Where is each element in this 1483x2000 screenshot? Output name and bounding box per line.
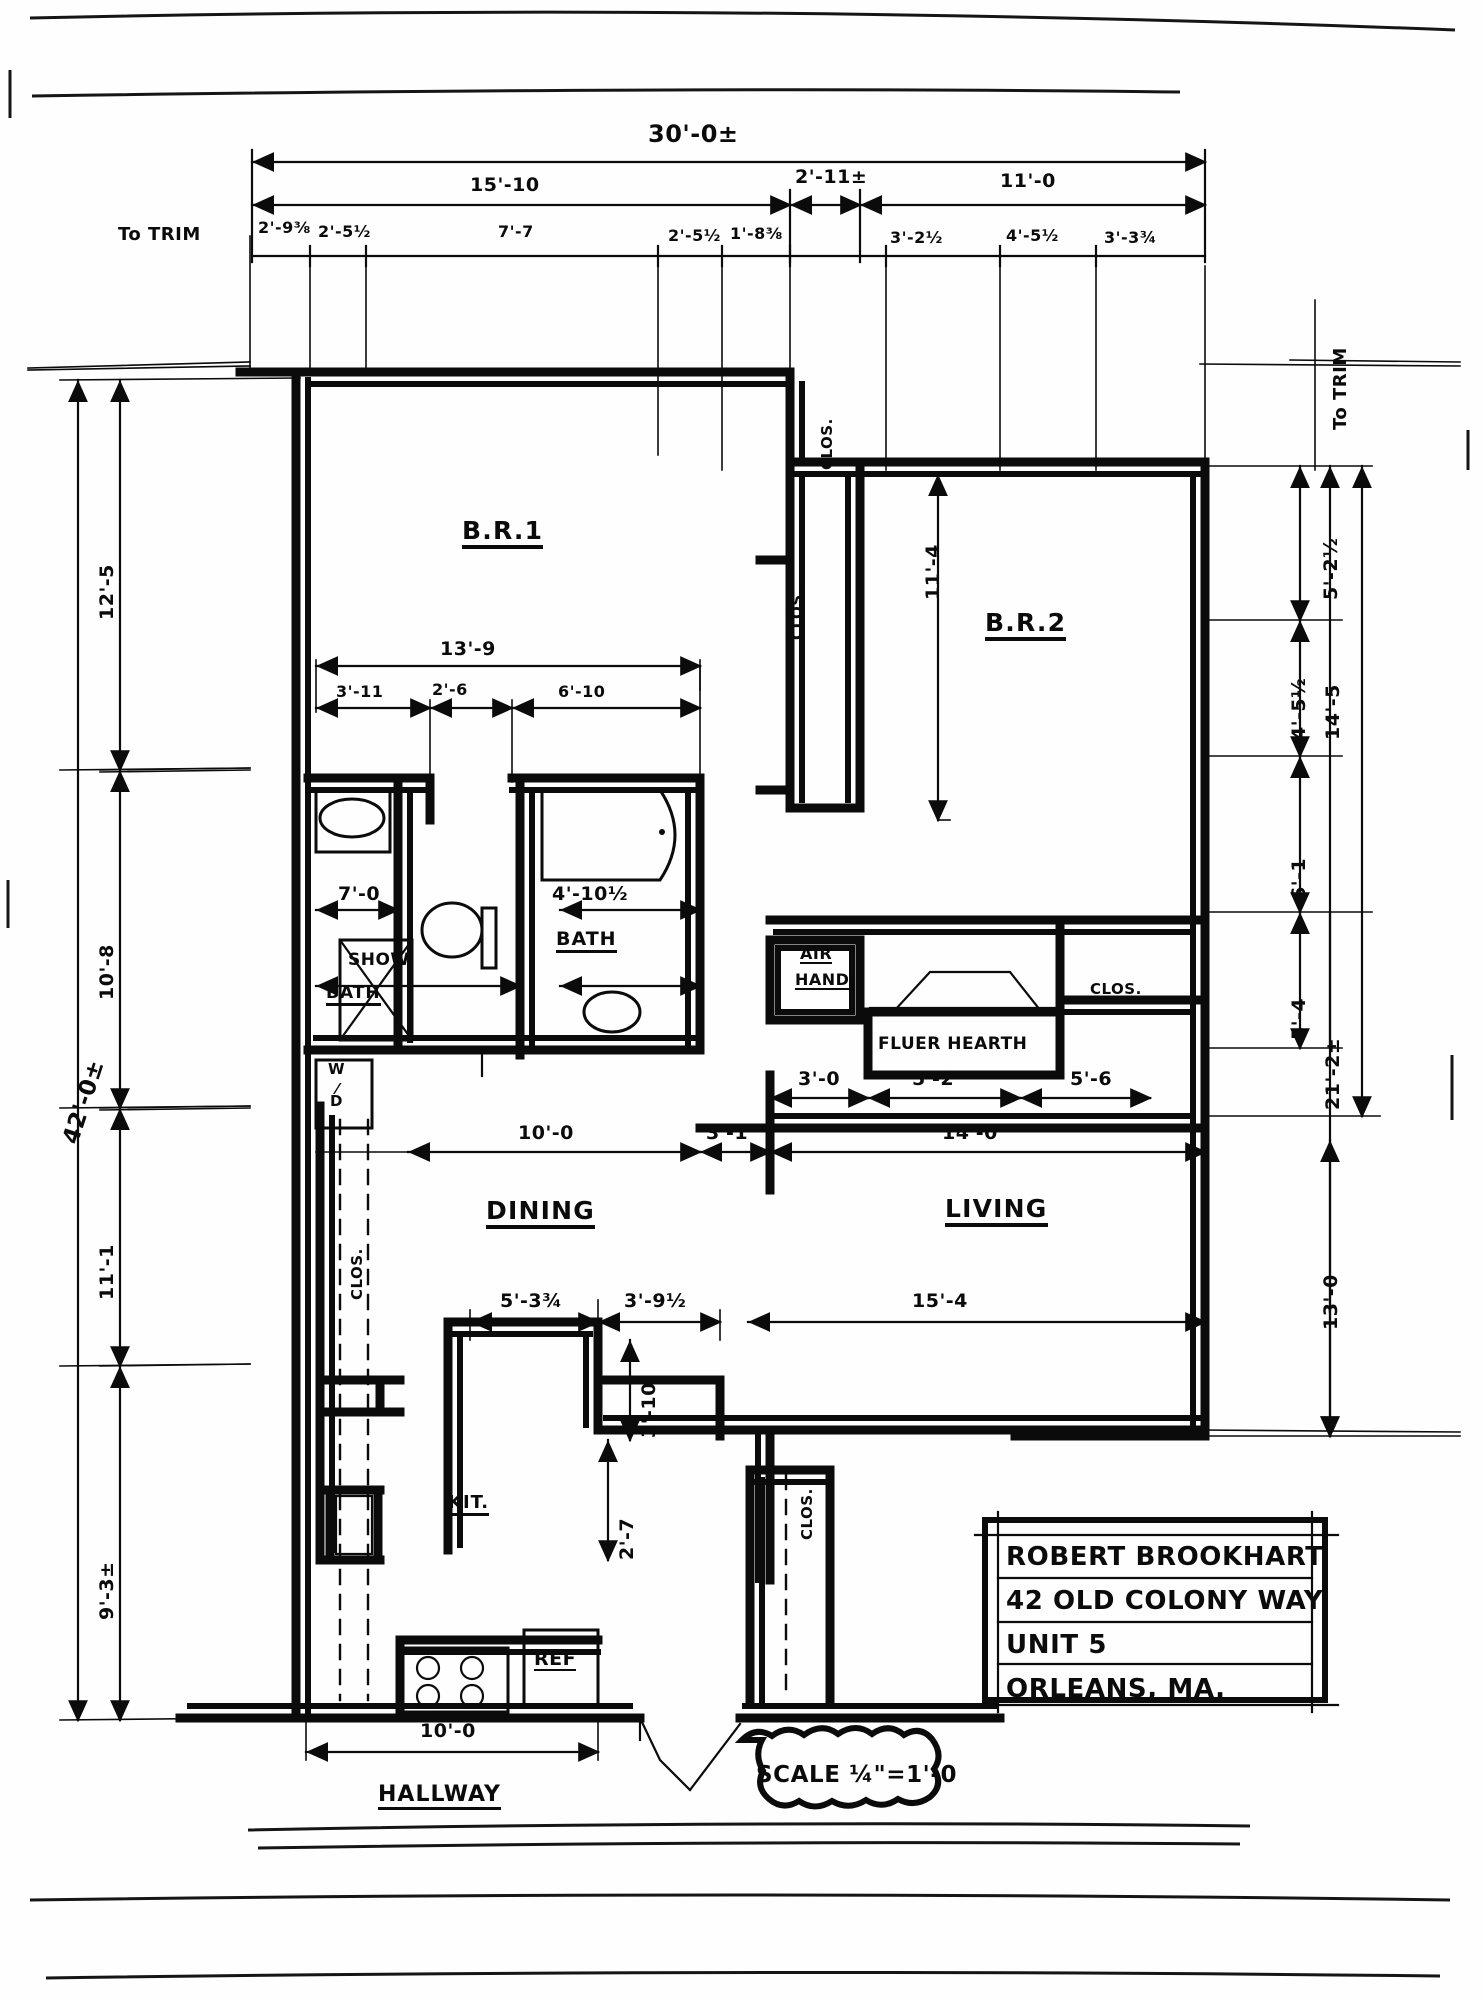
dim-top-15-10: 15'-10 <box>470 174 540 196</box>
dim-kit-3-10: 3'-10 <box>638 1382 660 1438</box>
dim-top-2-11: 2'-11± <box>795 166 868 188</box>
dim-right-5-2: 5'-2½ <box>1320 537 1342 600</box>
washer-dryer-label-2: ⁄ <box>336 1080 340 1098</box>
dim-right-14-5: 14'-5 <box>1322 684 1344 740</box>
dim-top-1-8: 1'-8⅜ <box>730 224 783 243</box>
refrigerator-label: REF <box>534 1648 577 1671</box>
dim-kit-2-7: 2'-7 <box>616 1517 638 1560</box>
title-block-line-3: UNIT 5 <box>1006 1630 1108 1660</box>
washer-dryer-label-3: D <box>330 1092 343 1110</box>
room-label-bath-right: BATH <box>556 930 617 953</box>
closet-living-label: CLOS. <box>1090 980 1142 998</box>
dim-bottom-hall: 10'-0 <box>420 1720 476 1742</box>
dim-right-21-2: 21'-2± <box>1322 1037 1344 1110</box>
closet-kit-label: CLOS. <box>798 1488 816 1540</box>
dim-hearth-5-6: 5'-6 <box>1070 1068 1113 1090</box>
dim-top-2-5b: 2'-5½ <box>668 226 721 245</box>
dim-mid-3-1: 3'-1 <box>706 1122 749 1144</box>
scale-note: SCALE ¼"=1'-0 <box>756 1762 957 1788</box>
room-label-br2: B.R.2 <box>985 610 1067 641</box>
dim-top-overall: 30'-0± <box>648 120 739 148</box>
room-label-dining: DINING <box>486 1198 595 1229</box>
dim-br1-3-11: 3'-11 <box>336 682 384 701</box>
washer-dryer-label: W <box>328 1060 346 1078</box>
room-label-bath-left: BATH <box>326 985 381 1006</box>
dim-right-4-5: 4'-5½ <box>1288 677 1310 740</box>
dim-top-7-7: 7'-7 <box>498 222 534 241</box>
closet-br1-a-label: CLOS. <box>818 418 836 470</box>
closet-br1-b-label: CLOS. <box>788 588 806 640</box>
dim-hearth-3-0: 3'-0 <box>798 1068 841 1090</box>
dim-hearth-5-2: 5'-2 <box>912 1068 955 1090</box>
dim-left-10-8: 10'-8 <box>96 944 118 1000</box>
title-block-line-4: ORLEANS, MA. <box>1006 1674 1226 1704</box>
dim-right-6-1: 6'-1 <box>1288 857 1310 900</box>
dim-lower-15-4: 15'-4 <box>912 1290 968 1312</box>
room-label-kitchen: KIT. <box>448 1494 490 1516</box>
hearth-label: FLUER HEARTH <box>878 1034 1028 1054</box>
dim-top-3-2: 3'-2½ <box>890 228 943 247</box>
dim-left-9-3: 9'-3± <box>96 1561 118 1620</box>
scale-note-text: SCALE ¼"=1'-0 <box>756 1762 958 1788</box>
dim-mid-14-0: 14'-0 <box>942 1122 998 1144</box>
dim-top-4-5: 4'-5½ <box>1006 226 1059 245</box>
dim-mid-10-0: 10'-0 <box>518 1122 574 1144</box>
room-label-living: LIVING <box>945 1196 1048 1227</box>
dim-right-5-4: 5'-4 <box>1288 997 1310 1040</box>
air-handler-label-1: AIR <box>800 944 833 964</box>
title-block: ROBERT BROOKHART 42 OLD COLONY WAY UNIT … <box>1006 1534 1324 1704</box>
dim-lower-5-3: 5'-3¾ <box>500 1290 563 1312</box>
dim-br1-overall: 13'-9 <box>440 638 496 660</box>
dim-br2-depth: 11'-4 <box>922 544 944 600</box>
dim-bath-left-width: 7'-0 <box>338 883 381 905</box>
dim-right-13-0: 13'-0 <box>1320 1274 1342 1330</box>
to-trim-right-label: To TRIM <box>1330 347 1351 430</box>
dim-top-2-9: 2'-9⅜ <box>258 218 311 237</box>
dim-top-3-3: 3'-3¾ <box>1104 228 1157 247</box>
room-label-br1: B.R.1 <box>462 518 544 549</box>
dim-top-2-5a: 2'-5½ <box>318 222 371 241</box>
dim-left-11-1: 11'-1 <box>96 1244 118 1300</box>
dim-top-11-0: 11'-0 <box>1000 170 1056 192</box>
dim-left-12-5: 12'-5 <box>96 564 118 620</box>
room-label-hallway: HALLWAY <box>378 1784 501 1810</box>
title-block-line-1: ROBERT BROOKHART <box>1006 1542 1324 1572</box>
shower-label: SHOW <box>348 950 410 970</box>
dim-bath-right-width: 4'-10½ <box>552 883 629 905</box>
dim-lower-3-9: 3'-9½ <box>624 1290 687 1312</box>
to-trim-left-label: To TRIM <box>118 224 201 245</box>
air-handler-label-2: HAND <box>795 970 850 990</box>
dim-br1-6-10: 6'-10 <box>558 682 606 701</box>
closet-hall-label: CLOS. <box>348 1248 366 1300</box>
title-block-line-2: 42 OLD COLONY WAY <box>1006 1586 1324 1616</box>
dim-br1-2-6: 2'-6 <box>432 680 468 699</box>
